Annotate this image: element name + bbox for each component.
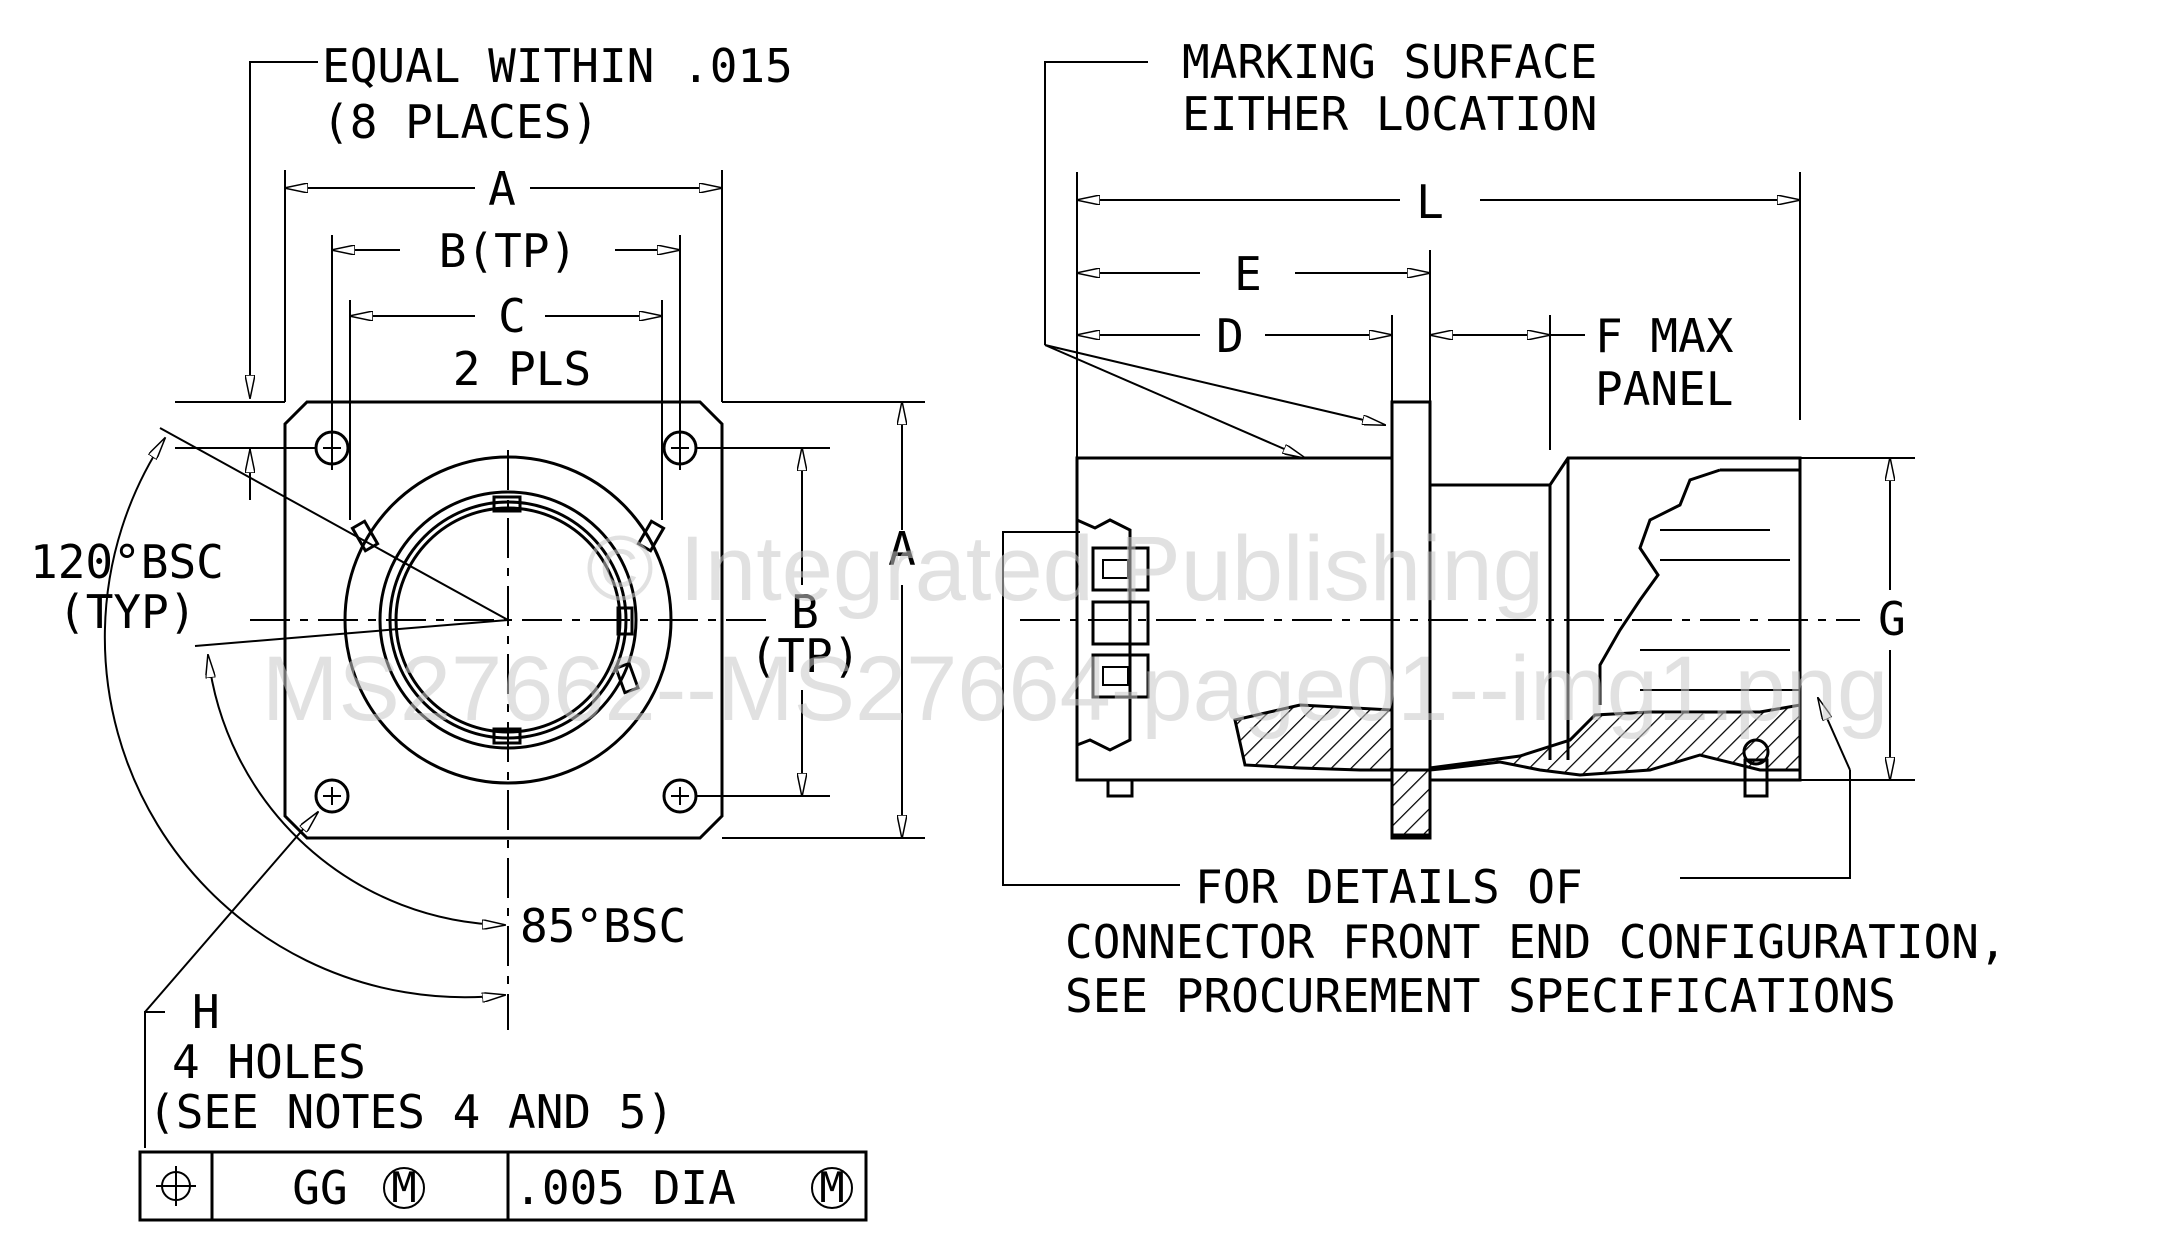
dim-panel: PANEL <box>1595 362 1733 416</box>
dim-g: G <box>1878 592 1906 646</box>
note-front-end-2: CONNECTOR FRONT END CONFIGURATION, <box>1065 915 2007 969</box>
dim-a-side: A <box>888 522 916 576</box>
angle-85-bsc: 85°BSC <box>520 899 686 953</box>
dim-l: L <box>1416 175 1444 229</box>
note-front-end-3: SEE PROCUREMENT SPECIFICATIONS <box>1065 969 1896 1023</box>
note-either-location: EITHER LOCATION <box>1182 87 1597 141</box>
tolerance-value-modifier: M <box>819 1163 844 1212</box>
watermark-line-1: © Integrated Publishing <box>586 518 1544 620</box>
dim-2-pls: 2 PLS <box>453 342 591 396</box>
dim-d: D <box>1216 309 1244 363</box>
holes-count: 4 HOLES <box>172 1035 366 1089</box>
dim-tp-side: (TP) <box>750 629 861 683</box>
tolerance-datum: GG <box>292 1161 347 1215</box>
contact-cavities <box>1076 518 1150 752</box>
dim-a-top: A <box>488 162 516 216</box>
tolerance-value: .005 DIA <box>514 1161 736 1215</box>
front-view: A B(TP) C 2 PLS EQUAL WITHIN .015 (8 PLA… <box>30 39 925 1222</box>
watermark: © Integrated Publishing MS27662--MS27664… <box>262 518 1888 740</box>
note-front-end-1: FOR DETAILS OF <box>1195 860 1583 914</box>
dim-e: E <box>1234 247 1262 301</box>
dim-c: C <box>498 289 526 343</box>
note-eight-places: (8 PLACES) <box>322 95 599 149</box>
tolerance-modifier: M <box>391 1163 416 1212</box>
watermark-line-2: MS27662--MS27664-page01--img1.png <box>262 638 1888 740</box>
note-marking-surface: MARKING SURFACE <box>1182 35 1597 89</box>
holes-h: H <box>192 985 220 1039</box>
tolerance-frame: GG M .005 DIA M <box>138 1150 868 1222</box>
dim-b-tp: B(TP) <box>439 224 577 278</box>
mounting-holes <box>314 430 698 814</box>
dim-b-side: B <box>791 585 819 639</box>
side-view: L E D F MAX PANEL G MARKING SURFACE EITH… <box>1002 35 2007 1023</box>
angle-typ: (TYP) <box>58 585 196 639</box>
dim-f-max: F MAX <box>1595 309 1734 363</box>
angle-120-bsc: 120°BSC <box>30 535 224 589</box>
holes-notes: (SEE NOTES 4 AND 5) <box>148 1085 674 1139</box>
mmc-circle-2 <box>811 1167 853 1209</box>
mmc-circle <box>383 1167 425 1209</box>
note-equal-within: EQUAL WITHIN .015 <box>322 39 793 93</box>
cutaway-section <box>1233 703 1802 837</box>
